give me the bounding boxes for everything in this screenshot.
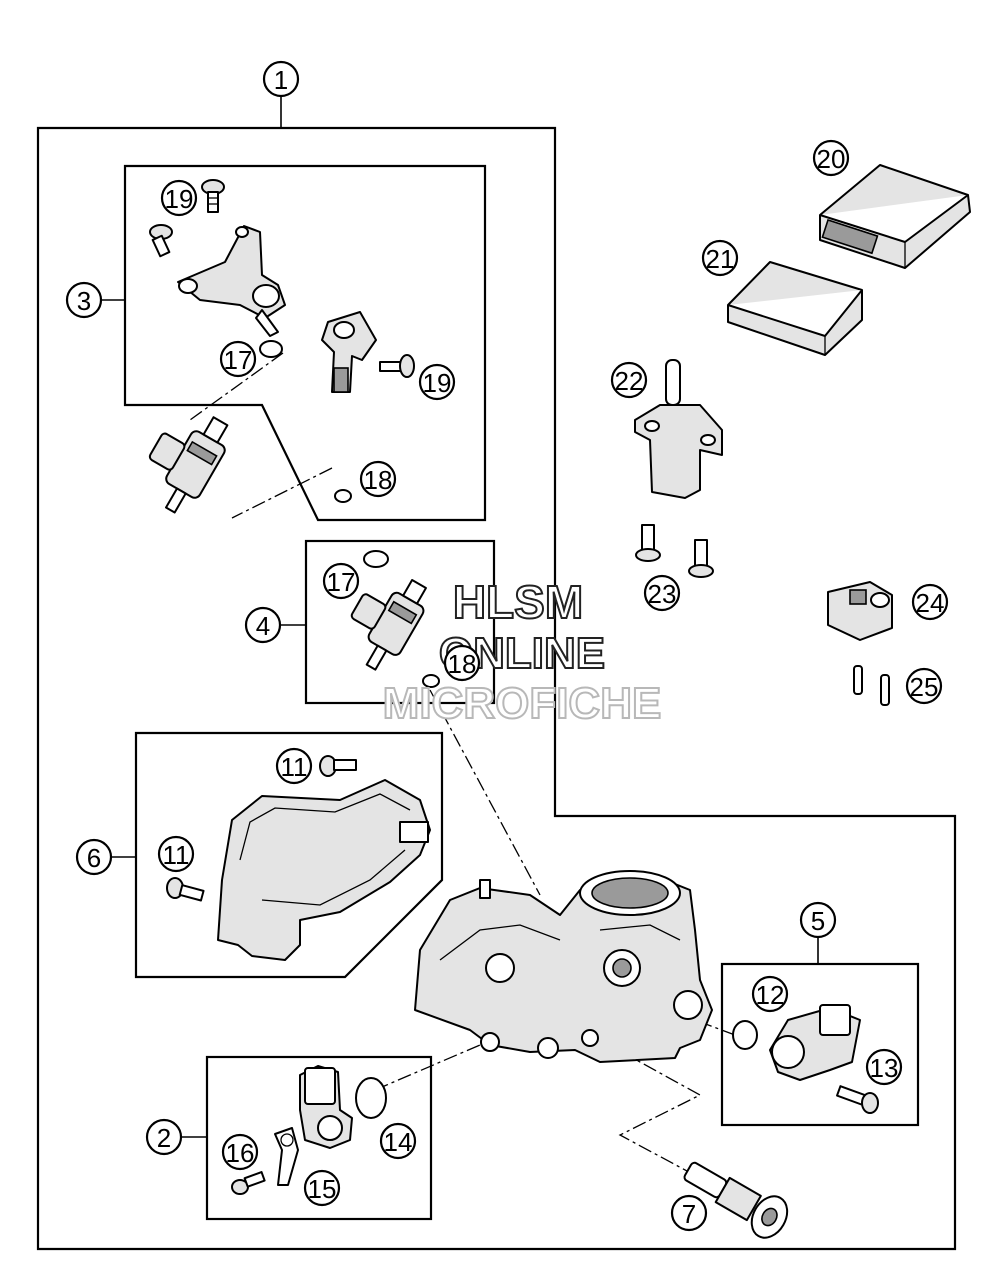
screw-19-left <box>149 224 173 258</box>
svg-text:4: 4 <box>256 611 270 641</box>
screw-23-right <box>688 539 714 578</box>
svg-text:5: 5 <box>811 906 825 936</box>
oring-14 <box>355 1077 387 1119</box>
callout-11-left: 11 <box>157 835 195 873</box>
callout-13: 13 <box>865 1048 903 1086</box>
oring-17-top <box>259 340 283 358</box>
screw-25-left <box>853 665 863 695</box>
callout-5: 5 <box>799 901 837 939</box>
svg-text:11: 11 <box>163 840 190 870</box>
assembly-line-17-injector <box>189 352 284 421</box>
callout-25: 25 <box>905 667 943 705</box>
subassembly-frame-6 <box>134 731 444 979</box>
callout-24: 24 <box>911 583 949 621</box>
callout-19-right: 19 <box>418 363 456 401</box>
svg-text:19: 19 <box>165 184 194 214</box>
callout-4: 4 <box>244 606 282 644</box>
callout-1: 1 <box>262 60 300 98</box>
callout-16: 16 <box>221 1133 259 1171</box>
svg-text:6: 6 <box>87 843 101 873</box>
subassembly-frame-4 <box>304 539 496 705</box>
oring-12 <box>732 1020 758 1050</box>
svg-text:3: 3 <box>77 286 91 316</box>
svg-text:22: 22 <box>615 366 644 396</box>
svg-text:7: 7 <box>682 1199 696 1229</box>
svg-text:17: 17 <box>327 567 356 597</box>
map-sensor <box>299 1065 353 1149</box>
callout-12: 12 <box>751 975 789 1013</box>
screw-23-left <box>635 524 661 562</box>
callout-18-top: 18 <box>359 460 397 498</box>
assembly-line-14-throttle <box>374 1044 481 1091</box>
subassembly-frame-3 <box>123 164 487 522</box>
svg-text:21: 21 <box>706 244 735 274</box>
assembly-frame-1 <box>36 126 957 1251</box>
screw-19-top <box>201 179 225 213</box>
subassembly-frame-5 <box>720 962 920 1127</box>
svg-text:24: 24 <box>916 588 945 618</box>
callout-3: 3 <box>65 281 103 319</box>
oring-17-mid <box>363 550 389 568</box>
watermark: HLSM ONLINE MICROFICHE <box>382 575 663 729</box>
watermark-line-1: HLSM <box>453 576 583 628</box>
callout-22: 22 <box>610 361 648 399</box>
throttle-body <box>414 870 713 1063</box>
callout-14: 14 <box>379 1122 417 1160</box>
screw-16 <box>231 1171 266 1195</box>
callout-23: 23 <box>643 574 681 612</box>
assembly-line-18-injector <box>231 467 333 519</box>
callout-17-top: 17 <box>219 340 257 378</box>
svg-text:20: 20 <box>817 144 846 174</box>
callout-6: 6 <box>75 838 113 876</box>
injector-upper <box>148 416 229 514</box>
callout-20: 20 <box>812 139 850 177</box>
svg-text:25: 25 <box>910 672 939 702</box>
screw-25-right <box>880 674 890 706</box>
callout-11-top: 11 <box>275 747 313 785</box>
svg-text:13: 13 <box>870 1053 899 1083</box>
callout-17-mid: 17 <box>322 562 360 600</box>
svg-text:18: 18 <box>364 465 393 495</box>
svg-text:15: 15 <box>308 1174 337 1204</box>
injector-mid <box>350 579 427 671</box>
throttle-position-sensor <box>769 1004 861 1081</box>
injector-bracket <box>177 225 286 337</box>
screw-13 <box>836 1085 879 1114</box>
callout-21: 21 <box>701 239 739 277</box>
subassembly-frame-2 <box>205 1055 433 1221</box>
svg-text:23: 23 <box>648 579 677 609</box>
callout-18-mid: 18 <box>443 644 481 682</box>
callout-7: 7 <box>670 1194 708 1232</box>
assembly-line-7-throttle <box>599 1039 702 1179</box>
svg-text:18: 18 <box>448 649 477 679</box>
svg-text:14: 14 <box>384 1127 413 1157</box>
oring-18-mid <box>422 674 440 688</box>
callout-2: 2 <box>145 1118 183 1156</box>
svg-text:2: 2 <box>157 1123 171 1153</box>
svg-text:19: 19 <box>423 368 452 398</box>
screw-11-left <box>166 877 205 902</box>
ecu-cover-21 <box>727 261 863 356</box>
sensor-24 <box>827 581 893 641</box>
screw-11-top <box>319 755 357 777</box>
svg-text:11: 11 <box>281 752 308 782</box>
svg-text:16: 16 <box>226 1138 255 1168</box>
clamp-15 <box>274 1127 299 1186</box>
sensor-22 <box>634 359 723 499</box>
svg-text:1: 1 <box>274 65 288 95</box>
fuel-connector <box>321 311 377 393</box>
screw-19-right <box>379 354 415 378</box>
svg-text:17: 17 <box>224 345 253 375</box>
assembly-line-4-throttle <box>429 689 541 896</box>
callout-15: 15 <box>303 1169 341 1207</box>
watermark-line-3: MICROFICHE <box>383 679 662 728</box>
oring-18-top <box>334 489 352 503</box>
callout-19-top: 19 <box>160 179 198 217</box>
ecu-unit-20 <box>819 164 971 269</box>
throttle-cover <box>217 779 431 961</box>
svg-text:12: 12 <box>756 980 785 1010</box>
idle-air-valve <box>683 1161 789 1239</box>
